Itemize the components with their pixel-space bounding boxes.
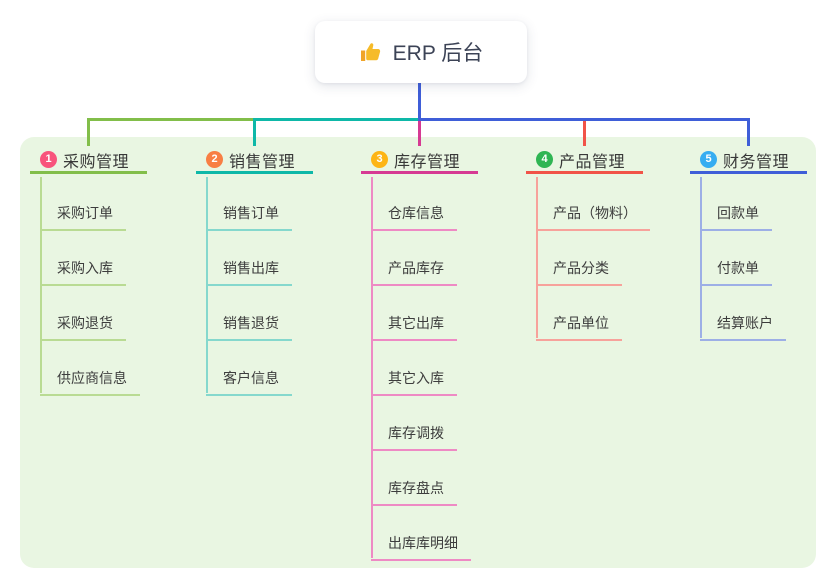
branch-finance: 5 财务管理 回款单 付款单 结算账户	[690, 148, 808, 341]
branch-label: 销售管理	[229, 153, 296, 171]
root-node[interactable]: ERP 后台	[315, 21, 527, 83]
branch-node-product[interactable]: 4 产品管理	[526, 148, 643, 174]
branches-panel-background	[20, 137, 816, 568]
child-node-receipt-bill[interactable]: 回款单	[700, 203, 772, 231]
branch-children-line	[371, 177, 373, 558]
branch-number-badge: 1	[40, 151, 57, 168]
root-label: ERP 后台	[392, 42, 484, 65]
child-node-settlement-account[interactable]: 结算账户	[700, 313, 786, 341]
child-node-product-material[interactable]: 产品（物料）	[536, 203, 650, 231]
child-node-purchase-order[interactable]: 采购订单	[40, 203, 126, 231]
child-node-payment-bill[interactable]: 付款单	[700, 258, 772, 286]
thumbs-up-icon	[359, 40, 383, 64]
branch-node-inventory[interactable]: 3 库存管理	[361, 148, 478, 174]
child-node-other-outbound[interactable]: 其它出库	[371, 313, 457, 341]
child-node-stock-taking[interactable]: 库存盘点	[371, 478, 457, 506]
child-node-stock-transfer[interactable]: 库存调拨	[371, 423, 457, 451]
child-node-sales-outbound[interactable]: 销售出库	[206, 258, 292, 286]
branch-node-finance[interactable]: 5 财务管理	[690, 148, 807, 174]
branch-inventory: 3 库存管理 仓库信息 产品库存 其它出库 其它入库 库存调拨 库存盘点 出库库…	[361, 148, 479, 561]
child-node-outbound-detail[interactable]: 出库库明细	[371, 533, 471, 561]
branch-number-badge: 5	[700, 151, 717, 168]
child-node-sales-order[interactable]: 销售订单	[206, 203, 292, 231]
child-node-product-stock[interactable]: 产品库存	[371, 258, 457, 286]
child-node-warehouse-info[interactable]: 仓库信息	[371, 203, 457, 231]
branch-purchase: 1 采购管理 采购订单 采购入库 采购退货 供应商信息	[30, 148, 148, 396]
child-node-other-inbound[interactable]: 其它入库	[371, 368, 457, 396]
child-node-product-category[interactable]: 产品分类	[536, 258, 622, 286]
child-node-supplier-info[interactable]: 供应商信息	[40, 368, 140, 396]
branch-number-badge: 4	[536, 151, 553, 168]
branch-label: 财务管理	[723, 153, 790, 171]
branch-product: 4 产品管理 产品（物料） 产品分类 产品单位	[526, 148, 650, 341]
branch-children-line	[700, 177, 702, 338]
branch-label: 产品管理	[559, 153, 626, 171]
branch-node-sales[interactable]: 2 销售管理	[196, 148, 313, 174]
child-node-product-unit[interactable]: 产品单位	[536, 313, 622, 341]
child-node-purchase-return[interactable]: 采购退货	[40, 313, 126, 341]
branch-node-purchase[interactable]: 1 采购管理	[30, 148, 147, 174]
child-node-purchase-inbound[interactable]: 采购入库	[40, 258, 126, 286]
branch-label: 采购管理	[63, 153, 130, 171]
child-node-customer-info[interactable]: 客户信息	[206, 368, 292, 396]
branch-label: 库存管理	[394, 153, 461, 171]
branch-number-badge: 3	[371, 151, 388, 168]
child-node-sales-return[interactable]: 销售退货	[206, 313, 292, 341]
branch-sales: 2 销售管理 销售订单 销售出库 销售退货 客户信息	[196, 148, 314, 396]
branch-number-badge: 2	[206, 151, 223, 168]
branch-children-line	[536, 177, 538, 338]
